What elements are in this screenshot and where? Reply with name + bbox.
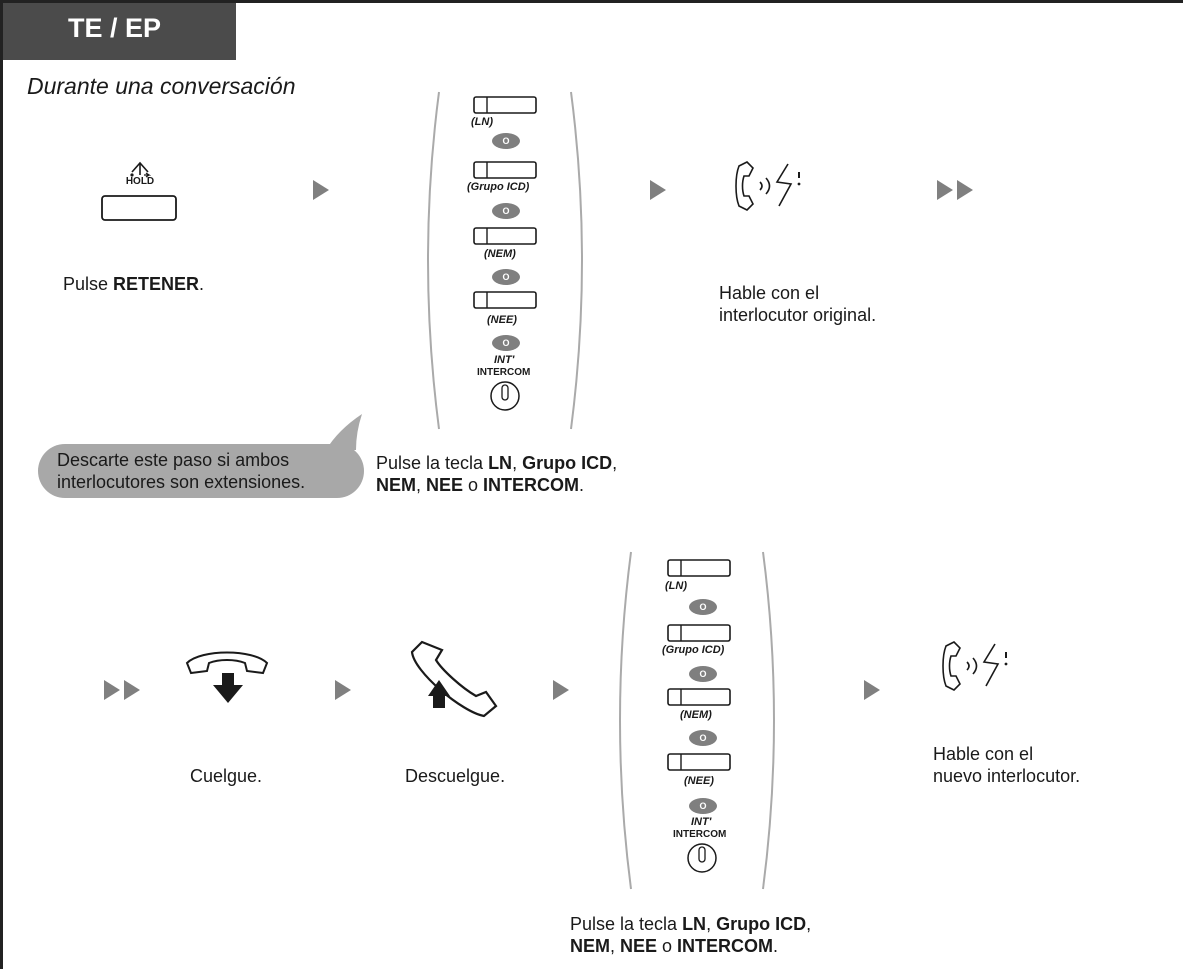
frame-top-border: [0, 0, 1183, 3]
hold-button-icon: [100, 158, 180, 222]
keys-instr-sep: ,: [612, 453, 618, 473]
keys-instr-nem: NEM: [570, 936, 610, 956]
talk-original-line2: interlocutor original.: [719, 305, 877, 325]
or-oval: O: [689, 666, 717, 682]
hold-key-label: HOLD: [125, 176, 155, 187]
keys-instr-intercom: INTERCOM: [677, 936, 774, 956]
or-oval: O: [492, 133, 520, 149]
key-label-grupo-icd: (Grupo ICD): [467, 181, 530, 193]
keys-instr-sep: ,: [610, 936, 621, 956]
keys-instr-prefix: Pulse la tecla: [376, 453, 489, 473]
intercom-label: INTERCOM: [673, 829, 727, 840]
note-bubble-text: Descarte este paso si ambos interlocutor…: [57, 449, 305, 493]
keys-instr-end: .: [579, 475, 585, 495]
icd-group-key-icon[interactable]: [667, 624, 731, 642]
nem-key-icon[interactable]: [473, 227, 537, 245]
talk-new-text: Hable con el nuevo interlocutor.: [933, 743, 1080, 787]
or-oval: O: [492, 269, 520, 285]
keys-instruction-1: Pulse la tecla LN, Grupo ICD, NEM, NEE o…: [376, 452, 617, 496]
icd-group-key-icon[interactable]: [473, 161, 537, 179]
key-group-1: (LN) O (Grupo ICD) O (NEM) O (NEE) O INT…: [425, 88, 585, 433]
int-label: INT': [494, 354, 515, 366]
or-oval: O: [492, 203, 520, 219]
arrow-right-5: [864, 680, 880, 700]
key-group-1-brackets: [427, 91, 583, 430]
key-label-nee: (NEE): [487, 314, 517, 326]
subtitle: Durante una conversación: [27, 73, 296, 99]
keys-instr-intercom: INTERCOM: [483, 475, 580, 495]
keys-instr-nee: NEE: [620, 936, 658, 956]
arrow-right-4: [553, 680, 569, 700]
intercom-label: INTERCOM: [477, 367, 531, 378]
keys-instr-sep: ,: [416, 475, 427, 495]
header-tab: TE / EP: [3, 3, 236, 60]
step1-key-name: RETENER: [113, 274, 200, 294]
key-label-nem: (NEM): [484, 248, 516, 260]
key-label-grupo-icd: (Grupo ICD): [662, 644, 725, 656]
double-arrow-right-2: [104, 680, 140, 700]
key-label-nee: (NEE): [684, 775, 714, 787]
keys-instr-ln: LN: [682, 914, 707, 934]
nem-key-icon[interactable]: [667, 688, 731, 706]
talk-original-text: Hable con el interlocutor original.: [719, 282, 876, 326]
keys-instr-sep: o: [657, 936, 678, 956]
hang-up-label: Cuelgue.: [190, 766, 263, 786]
step1-instruction-suffix: .: [199, 274, 205, 294]
or-oval: O: [689, 599, 717, 615]
frame-left-border: [0, 0, 3, 969]
key-label-ln: (LN): [665, 580, 687, 592]
line-key-icon[interactable]: [473, 96, 537, 114]
key-group-2: (LN) O (Grupo ICD) O (NEM) O (NEE) O INT…: [617, 548, 777, 893]
hang-up-icon: [185, 651, 269, 703]
or-oval: O: [689, 798, 717, 814]
talk-new-line1: Hable con el: [933, 744, 1034, 764]
int-label: INT': [691, 816, 712, 828]
keys-instr-sep: ,: [806, 914, 812, 934]
intercom-dial-icon[interactable]: [489, 380, 521, 412]
note-line2: interlocutores son extensiones.: [57, 472, 306, 492]
key-label-nem: (NEM): [680, 709, 712, 721]
keys-instr-grupo-icd: Grupo ICD: [522, 453, 613, 473]
keys-instr-prefix: Pulse la tecla: [570, 914, 683, 934]
step1-instruction: Pulse RETENER.: [63, 273, 204, 295]
talk-original-line1: Hable con el: [719, 283, 820, 303]
nee-key-icon[interactable]: [473, 291, 537, 309]
keys-instr-nee: NEE: [426, 475, 464, 495]
keys-instr-sep: o: [463, 475, 484, 495]
intercom-dial-icon[interactable]: [686, 842, 718, 874]
line-key-icon[interactable]: [667, 559, 731, 577]
keys-instruction-2: Pulse la tecla LN, Grupo ICD, NEM, NEE o…: [570, 913, 811, 957]
or-oval: O: [492, 335, 520, 351]
nee-key-icon[interactable]: [667, 753, 731, 771]
double-arrow-right-1: [937, 180, 973, 200]
keys-instr-sep: ,: [706, 914, 717, 934]
arrow-right-2: [650, 180, 666, 200]
arrow-right-3: [335, 680, 351, 700]
keys-instr-ln: LN: [488, 453, 513, 473]
key-label-ln: (LN): [471, 116, 493, 128]
keys-instr-end: .: [773, 936, 779, 956]
off-hook-label: Descuelgue.: [405, 766, 506, 786]
arrow-right-1: [313, 180, 329, 200]
step1-instruction-prefix: Pulse: [63, 274, 114, 294]
note-line1: Descarte este paso si ambos: [57, 450, 290, 470]
talk-new-line2: nuevo interlocutor.: [933, 766, 1081, 786]
keys-instr-sep: ,: [512, 453, 523, 473]
off-hook-icon: [410, 640, 498, 718]
or-oval: O: [689, 730, 717, 746]
talk-handset-icon: [735, 161, 801, 211]
keys-instr-grupo-icd: Grupo ICD: [716, 914, 807, 934]
note-bubble: [38, 414, 364, 498]
talk-handset-icon: [942, 641, 1008, 691]
key-group-2-brackets: [619, 551, 775, 890]
keys-instr-nem: NEM: [376, 475, 416, 495]
